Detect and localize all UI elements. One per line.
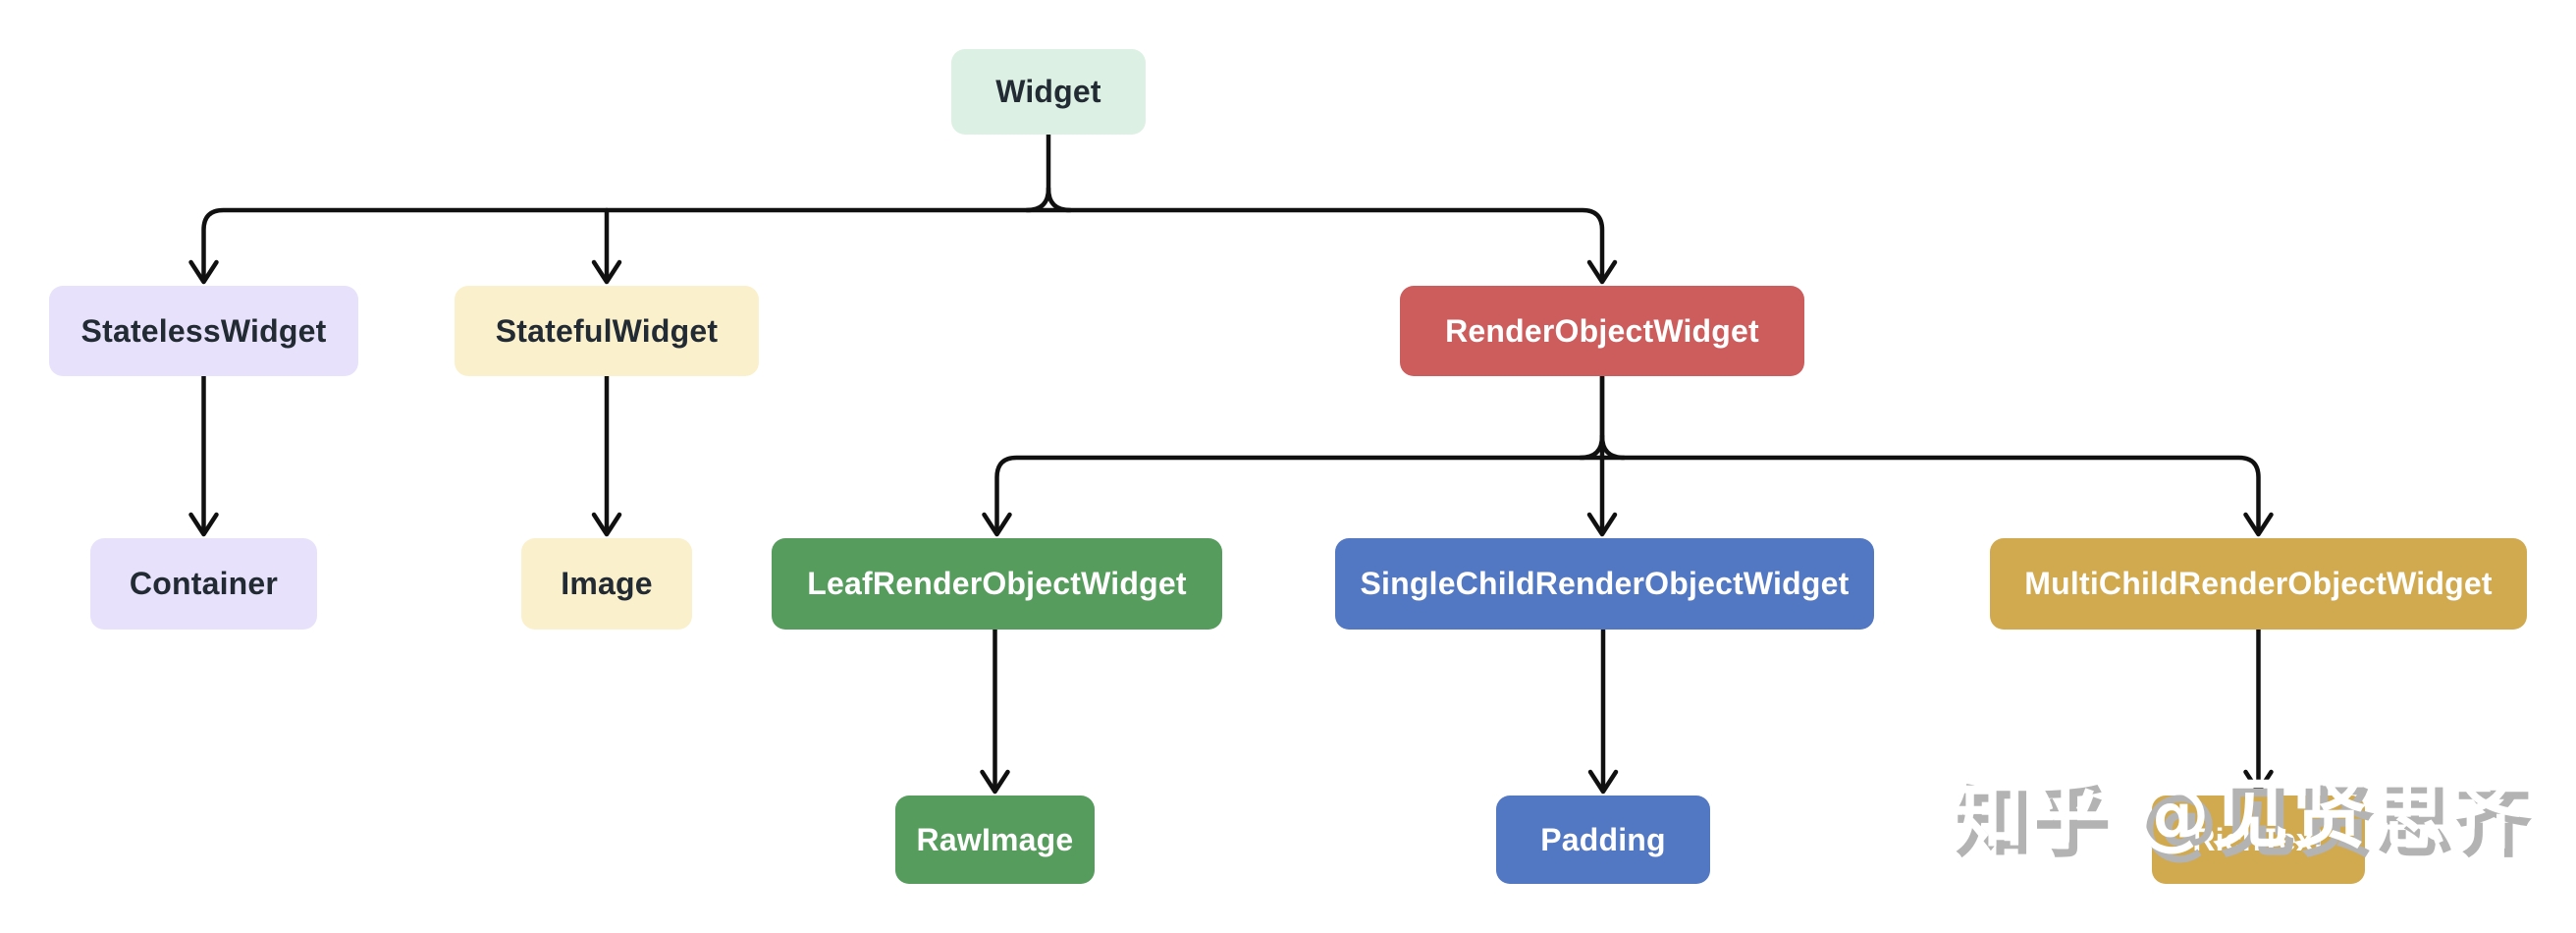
- node-label: StatelessWidget: [80, 312, 327, 349]
- node-label: RenderObjectWidget: [1445, 312, 1759, 349]
- connector: [2243, 512, 2274, 537]
- node-multi-child-render-object-widget: MultiChildRenderObjectWidget: [1990, 538, 2527, 630]
- node-render-object-widget: RenderObjectWidget: [1400, 286, 1804, 376]
- connector: [1599, 433, 1627, 461]
- connector: [1578, 433, 1605, 461]
- node-label: LeafRenderObjectWidget: [807, 566, 1187, 601]
- connector: [591, 259, 622, 285]
- connector: [980, 769, 1010, 795]
- connector: [188, 259, 219, 285]
- node-label: SingleChildRenderObjectWidget: [1360, 566, 1850, 601]
- node-label: StatefulWidget: [495, 312, 719, 349]
- node-leaf-render-object-widget: LeafRenderObjectWidget: [772, 538, 1222, 630]
- node-padding: Padding: [1496, 796, 1710, 884]
- connector: [994, 455, 2261, 535]
- node-container: Container: [90, 538, 317, 630]
- node-label: RawImage: [916, 821, 1074, 857]
- connector: [188, 512, 219, 537]
- connector: [1586, 259, 1618, 285]
- node-label: Padding: [1540, 821, 1666, 857]
- node-label: Widget: [995, 74, 1101, 109]
- connector: [201, 207, 1605, 283]
- node-single-child-render-object-widget: SingleChildRenderObjectWidget: [1335, 538, 1874, 630]
- connector: [1046, 186, 1073, 213]
- node-image: Image: [521, 538, 692, 630]
- node-stateful-widget: StatefulWidget: [455, 286, 759, 376]
- connector: [982, 512, 1012, 537]
- node-label: RichText: [2192, 821, 2325, 857]
- connector: [2243, 769, 2274, 795]
- node-label: Image: [561, 566, 653, 601]
- node-label: MultiChildRenderObjectWidget: [2024, 566, 2493, 601]
- connector: [1024, 186, 1051, 213]
- connector: [1586, 512, 1618, 537]
- connector: [1587, 769, 1619, 795]
- node-label: Container: [129, 566, 279, 601]
- node-rich-text: RichText: [2152, 796, 2365, 884]
- node-stateless-widget: StatelessWidget: [49, 286, 358, 376]
- node-widget: Widget: [951, 49, 1146, 135]
- node-raw-image: RawImage: [895, 796, 1095, 884]
- connector: [591, 512, 622, 537]
